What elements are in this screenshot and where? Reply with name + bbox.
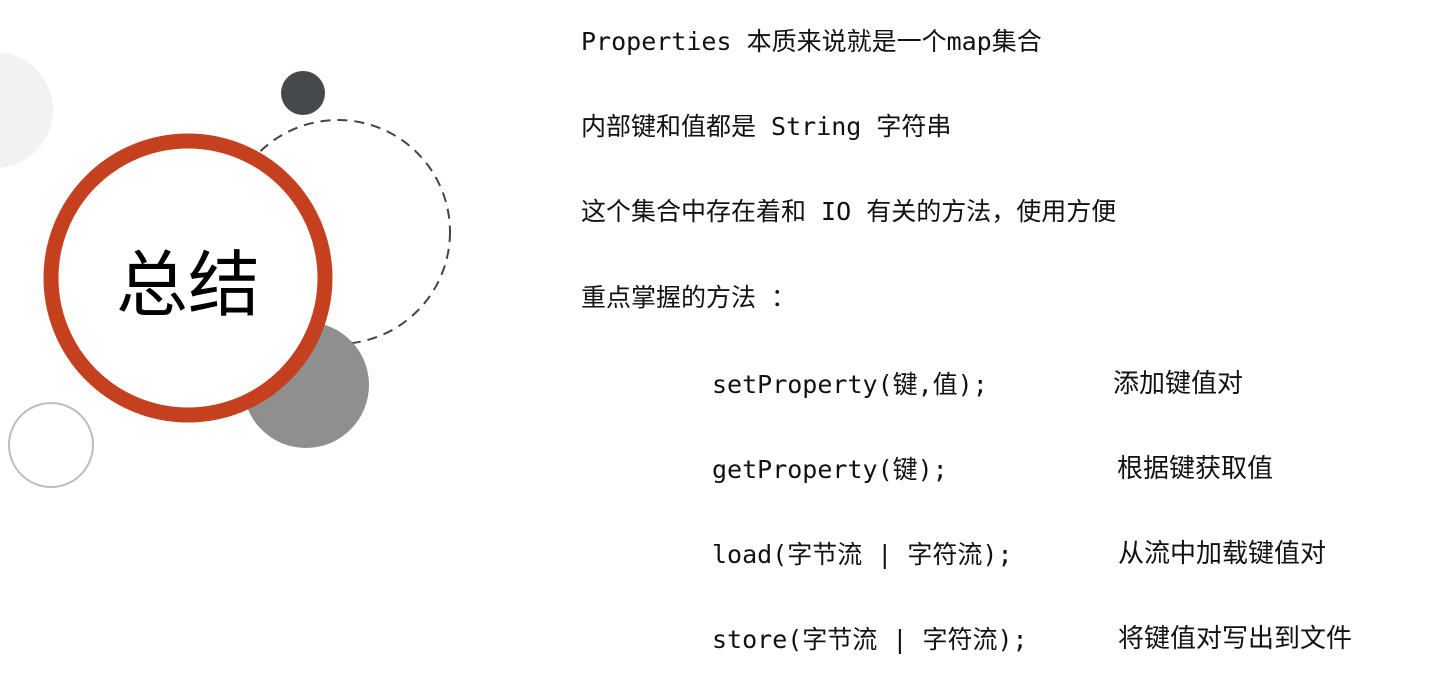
point-1: Properties 本质来说就是一个map集合 [581, 27, 1042, 56]
method-signature: store(字节流 | 字符流); [712, 625, 1028, 654]
red-ring [43, 133, 333, 423]
method-description: 根据键获取值 [1117, 454, 1274, 484]
method-description: 从流中加载键值对 [1118, 539, 1327, 569]
dark-dot [281, 71, 325, 115]
method-signature: getProperty(键); [712, 455, 948, 484]
point-2: 内部键和值都是 String 字符串 [581, 112, 952, 141]
slide-title: 总结 [115, 242, 260, 327]
method-signature: setProperty(键,值); [712, 370, 988, 399]
outline-circle [8, 402, 94, 488]
method-description: 将键值对写出到文件 [1118, 624, 1353, 654]
point-4: 重点掌握的方法 ： [581, 283, 797, 312]
point-3: 这个集合中存在着和 IO 有关的方法，使用方便 [581, 197, 1117, 226]
method-description: 添加键值对 [1113, 369, 1244, 399]
light-blob [0, 52, 53, 168]
method-signature: load(字节流 | 字符流); [712, 540, 1013, 569]
